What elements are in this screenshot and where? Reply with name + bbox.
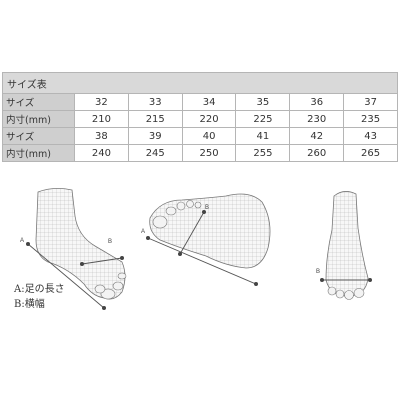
legend-width: B:横幅	[14, 299, 45, 310]
table-cell: 235	[343, 110, 398, 128]
diagram-legend: A:足の長さ B:横幅	[14, 282, 65, 312]
dimension-marker	[26, 242, 30, 246]
foot-side-view: A B	[20, 188, 127, 310]
foot-front-view: B	[316, 191, 372, 300]
row-label-size: サイズ	[2, 127, 75, 145]
dimension-line-a	[27, 243, 105, 309]
dimension-line-a	[147, 237, 257, 285]
dimension-marker	[146, 236, 150, 240]
marker-a-label: A	[141, 229, 145, 235]
table-cell: 43	[343, 127, 398, 145]
dimension-marker	[320, 278, 324, 282]
legend-foot-length: A:足の長さ	[14, 284, 65, 295]
table-cell: 240	[74, 144, 129, 162]
table-cell: 39	[127, 127, 183, 145]
row-label-inner-length: 内寸(mm)	[2, 144, 75, 162]
table-cell: 225	[235, 110, 291, 128]
row-label-inner-length: 内寸(mm)	[2, 110, 75, 128]
size-table: サイズ表 サイズ 32 33 34 35 36 37 内寸(mm) 210 21…	[2, 72, 398, 162]
table-cell: 215	[127, 110, 183, 128]
table-row: サイズ 38 39 40 41 42 43	[2, 127, 398, 145]
dimension-marker	[254, 282, 258, 286]
dimension-marker	[178, 252, 182, 256]
table-cell: 42	[289, 127, 345, 145]
dimension-marker	[102, 306, 106, 310]
table-cell: 255	[235, 144, 291, 162]
marker-a-label: A	[20, 238, 24, 244]
foot-measurement-diagram: A B A B B	[20, 188, 372, 310]
table-cell: 220	[181, 110, 237, 128]
table-cell: 37	[343, 93, 398, 111]
table-row: 内寸(mm) 210 215 220 225 230 235	[2, 110, 398, 128]
table-cell: 40	[181, 127, 237, 145]
table-cell: 33	[127, 93, 183, 111]
dimension-marker	[80, 262, 84, 266]
table-cell: 230	[289, 110, 345, 128]
dimension-marker	[202, 210, 206, 214]
table-cell: 265	[343, 144, 398, 162]
foot-top-view: A B	[141, 193, 271, 286]
table-cell: 38	[74, 127, 129, 145]
marker-b-label: B	[108, 239, 112, 245]
table-cell: 245	[127, 144, 183, 162]
marker-b-label: B	[316, 269, 320, 275]
dimension-line-b	[179, 211, 205, 255]
table-cell: 210	[74, 110, 129, 128]
table-cell: 250	[181, 144, 237, 162]
table-cell: 260	[289, 144, 345, 162]
table-cell: 36	[289, 93, 345, 111]
table-cell: 32	[74, 93, 129, 111]
table-row: 内寸(mm) 240 245 250 255 260 265	[2, 144, 398, 162]
dimension-line-b	[81, 257, 123, 265]
table-title: サイズ表	[2, 72, 398, 94]
table-row: サイズ 32 33 34 35 36 37	[2, 93, 398, 111]
row-label-size: サイズ	[2, 93, 75, 111]
dimension-marker	[368, 278, 372, 282]
table-cell: 41	[235, 127, 291, 145]
marker-b-label: B	[205, 205, 209, 211]
table-cell: 35	[235, 93, 291, 111]
table-cell: 34	[181, 93, 237, 111]
dimension-marker	[120, 256, 124, 260]
